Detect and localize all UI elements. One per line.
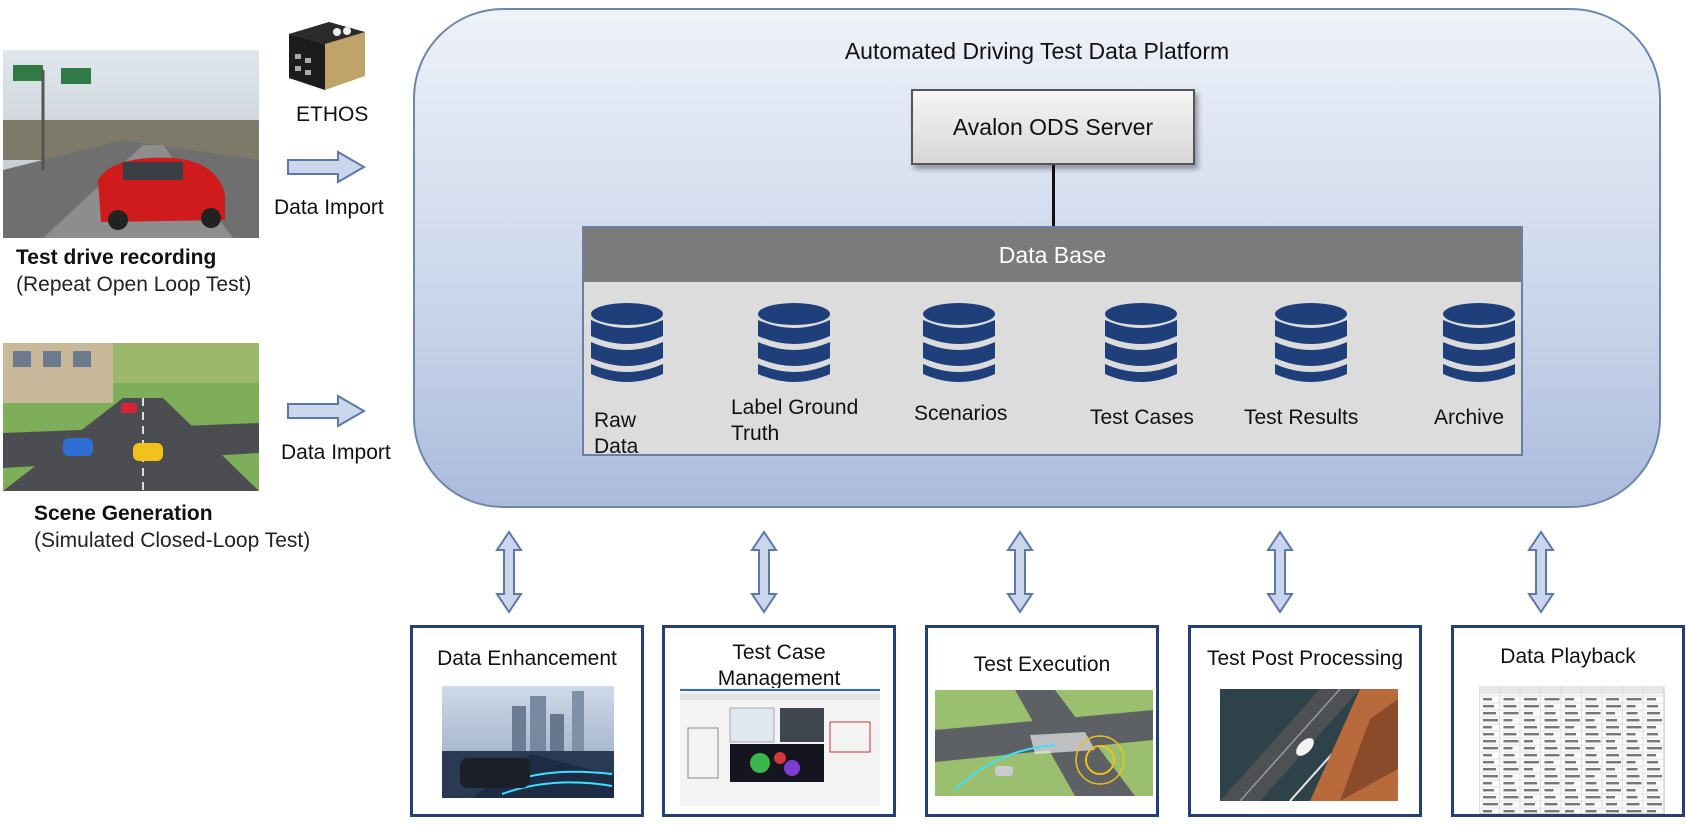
database-panel: Data Base (582, 226, 1523, 456)
module-title: Data Playback (1454, 644, 1682, 670)
module-title: Test Execution (928, 652, 1156, 678)
bidirectional-arrow-4 (1266, 530, 1294, 619)
bidirectional-arrow-5 (1527, 530, 1555, 619)
test-post-processing-image (1220, 689, 1398, 801)
bidirectional-arrow-1 (495, 530, 523, 619)
database-icon-archive (1441, 302, 1517, 386)
ethos-label: ETHOS (296, 103, 369, 126)
database-label-line: Archive (1434, 406, 1505, 429)
ethos-device-image (279, 14, 367, 94)
module-title: Test Case Management (665, 640, 893, 692)
database-label-test-cases: Test Cases (1090, 405, 1194, 431)
database-label-line: Label Ground (731, 396, 859, 419)
module-title: Data Enhancement (413, 646, 641, 672)
module-test-execution: Test Execution (925, 625, 1159, 817)
import-arrow-1 (286, 150, 367, 189)
data-playback-image (1479, 686, 1665, 814)
platform-title: Automated Driving Test Data Platform (844, 38, 1230, 64)
ods-server-box: Avalon ODS Server (911, 89, 1195, 165)
module-title-line: Management (717, 667, 841, 690)
database-header: Data Base (584, 228, 1521, 282)
database-icon-test-results (1273, 302, 1349, 386)
source-subtitle-scene-generation: (Simulated Closed-Loop Test) (34, 529, 311, 552)
test-case-management-image (680, 688, 880, 806)
database-label-line: Test Cases (1090, 406, 1194, 429)
database-title: Data Base (998, 241, 1107, 268)
scene-generation-photo (3, 343, 259, 491)
test-drive-photo (3, 50, 259, 238)
module-title-line: Test Case (732, 641, 826, 664)
module-title-line: Test Execution (973, 653, 1111, 676)
database-icon-raw-data (589, 302, 665, 386)
import-arrow-2 (286, 394, 367, 433)
database-label-line: Scenarios (914, 402, 1008, 425)
database-label-archive: Archive (1434, 405, 1504, 431)
source-title-test-drive: Test drive recording (16, 246, 217, 269)
module-title: Test Post Processing (1191, 646, 1419, 672)
database-label-test-results: Test Results (1244, 405, 1358, 431)
test-execution-image (935, 690, 1153, 796)
database-label-scenarios: Scenarios (914, 401, 1007, 427)
source-subtitle-test-drive: (Repeat Open Loop Test) (16, 273, 252, 296)
import-label-1: Data Import (274, 196, 384, 219)
database-icon-scenarios (921, 302, 997, 386)
bidirectional-arrow-3 (1006, 530, 1034, 619)
module-data-playback: Data Playback (1451, 625, 1685, 817)
database-label-line: Truth (731, 422, 780, 445)
import-label-2: Data Import (281, 441, 391, 464)
database-icon-label-ground-truth (756, 302, 832, 386)
database-label-line: Raw (594, 409, 637, 432)
data-enhancement-image (442, 686, 614, 798)
database-icon-test-cases (1103, 302, 1179, 386)
module-test-post-processing: Test Post Processing (1188, 625, 1422, 817)
database-label-line: Data (594, 435, 639, 458)
ods-server-label: Avalon ODS Server (952, 113, 1154, 140)
module-title-line: Data Enhancement (437, 647, 617, 670)
module-title-line: Test Post Processing (1206, 647, 1404, 670)
module-test-case-management: Test Case Management (662, 625, 896, 817)
module-title-line: Data Playback (1500, 645, 1636, 668)
server-database-connector (1052, 165, 1055, 227)
bidirectional-arrow-2 (750, 530, 778, 619)
database-label-line: Test Results (1244, 406, 1359, 429)
source-title-scene-generation: Scene Generation (34, 502, 213, 525)
module-data-enhancement: Data Enhancement (410, 625, 644, 817)
